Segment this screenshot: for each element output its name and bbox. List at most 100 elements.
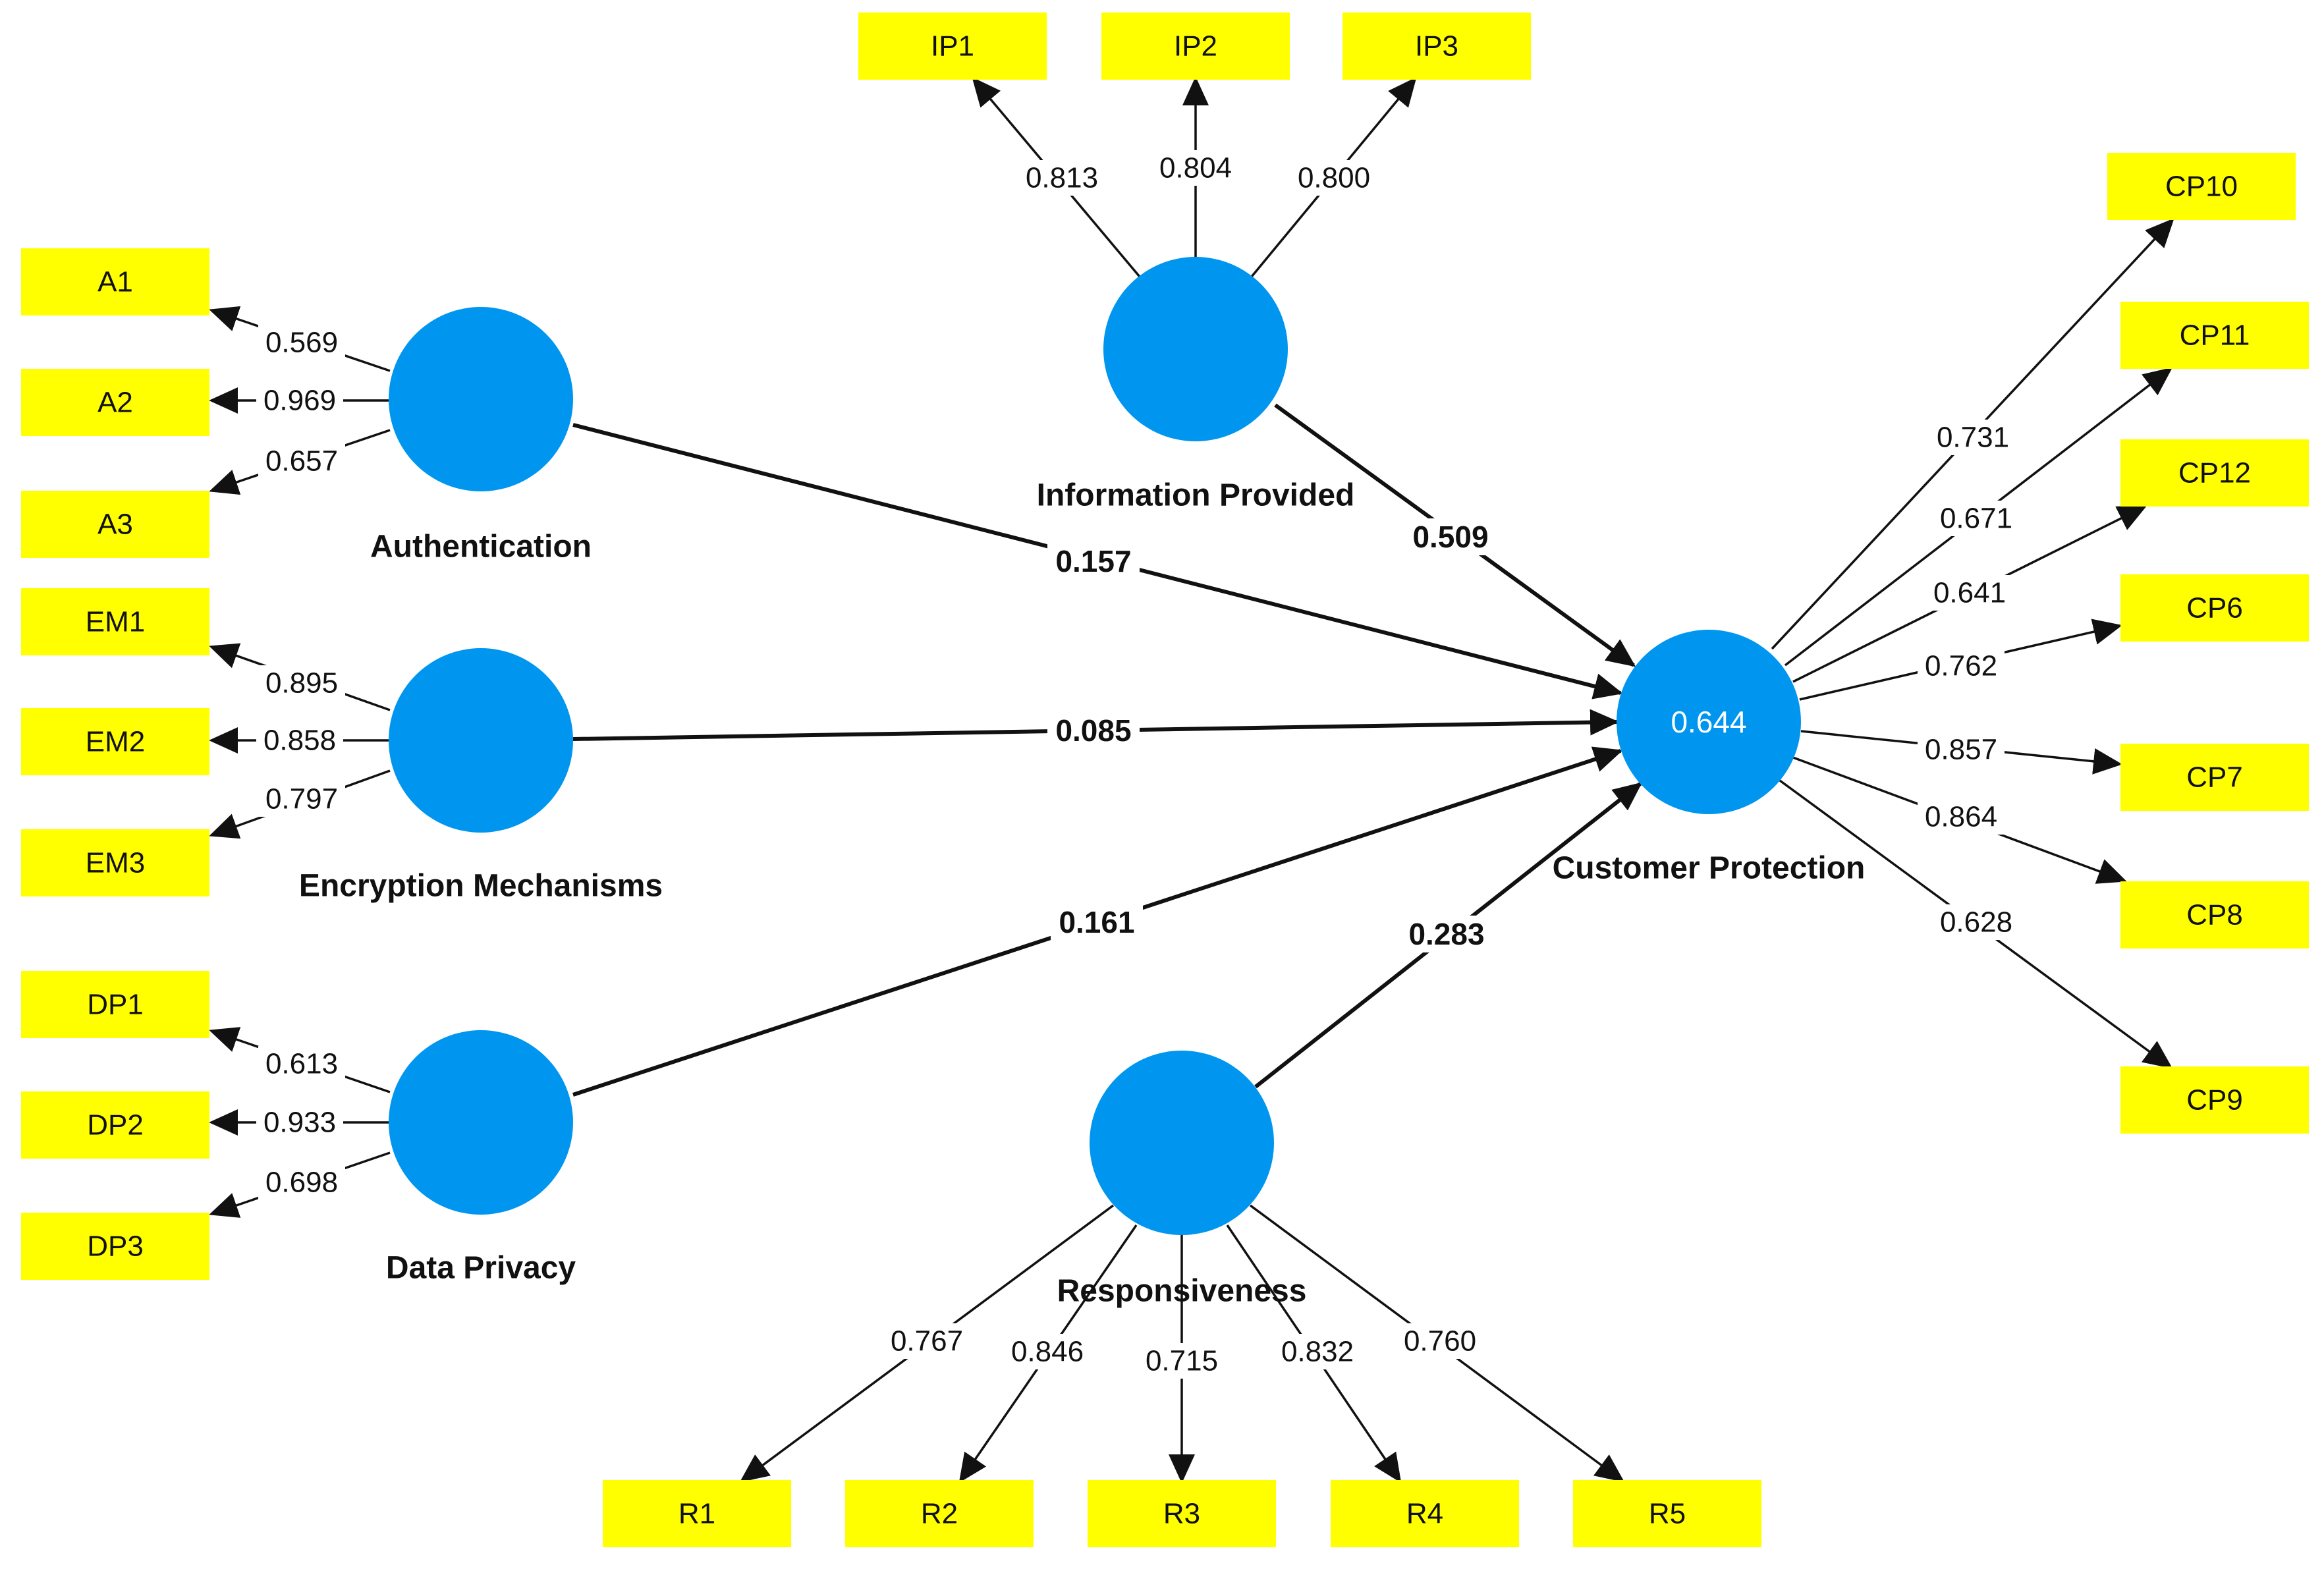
indicator-box[interactable] [2120,1066,2309,1134]
path-coefficient-authentication: 0.157 [1055,544,1131,578]
indicator-box[interactable] [1101,13,1290,80]
indicator-box[interactable] [21,491,209,558]
loading-label-background [1152,150,1239,186]
indicator-box[interactable] [1088,1480,1276,1547]
outer-loading: 0.731 [1937,422,2009,454]
path-label-background [1051,904,1143,941]
loading-label-background [1274,1334,1361,1369]
outer-loading: 0.969 [263,385,336,417]
indicator-label: CP12 [2178,457,2251,489]
construct-responsiveness[interactable] [1090,1051,1274,1235]
construct-label-responsiveness: Responsiveness [1057,1274,1307,1309]
indicator-box[interactable] [603,1480,791,1547]
loading-label-background [1138,1343,1225,1379]
indicator-label: DP2 [87,1109,144,1142]
construct-information-provided[interactable] [1103,257,1288,441]
loading-label-background [258,1046,345,1082]
indicator-label: R3 [1163,1498,1200,1530]
outer-loading: 0.832 [1281,1336,1354,1368]
construct-authentication[interactable] [389,307,573,491]
indicator-box[interactable] [21,829,209,896]
indicator-box[interactable] [21,708,209,775]
indicator-label: EM1 [86,606,145,638]
loading-label-background [883,1323,970,1359]
indicator-box[interactable] [2107,153,2296,220]
outer-loading: 0.715 [1146,1345,1218,1377]
indicator-label: CP8 [2186,899,2243,931]
indicator-label: IP3 [1415,30,1458,63]
outer-loading: 0.933 [263,1107,336,1139]
indicator-label: CP7 [2186,761,2243,794]
loading-label-background [258,665,345,701]
loading-label-background [1918,648,2005,684]
path-label-background [1404,518,1497,555]
outer-loading: 0.797 [265,783,338,815]
path-label-background [1047,543,1140,580]
indicator-label: EM2 [86,726,145,758]
outer-loading: 0.895 [265,667,338,700]
construct-label-encryption-mechanisms: Encryption Mechanisms [299,869,663,904]
r-squared-value: 0.644 [1671,705,1746,739]
construct-encryption-mechanisms[interactable] [389,648,573,833]
outer-loading: 0.760 [1404,1325,1476,1358]
indicator-label: A1 [97,266,133,298]
outer-loading: 0.671 [1940,503,2012,535]
outer-loading: 0.804 [1159,152,1232,184]
loading-label-background [258,1165,345,1200]
construct-data-privacy[interactable] [389,1030,573,1215]
construct-label-authentication: Authentication [370,530,592,564]
indicator-label: CP10 [2165,171,2238,203]
indicator-box[interactable] [21,248,209,316]
outer-loading: 0.767 [891,1325,963,1358]
indicator-label: CP9 [2186,1084,2243,1116]
outer-loading: 0.857 [1925,734,1997,766]
path-coefficient-data-privacy: 0.161 [1059,905,1134,939]
construct-customer-protection[interactable] [1617,630,1801,814]
indicator-box[interactable] [1342,13,1531,80]
loading-label-background [256,1105,343,1140]
loading-label-background [1018,160,1105,196]
outer-loading: 0.762 [1925,650,1997,682]
indicator-box[interactable] [2120,881,2309,949]
indicator-box[interactable] [1573,1480,1761,1547]
indicator-box[interactable] [845,1480,1034,1547]
path-coefficient-information-provided: 0.509 [1412,520,1488,554]
indicator-label: DP3 [87,1230,144,1263]
indicator-label: DP1 [87,989,144,1021]
indicator-box[interactable] [21,1091,209,1159]
indicator-box[interactable] [1331,1480,1519,1547]
loading-label-background [1926,575,2013,611]
outer-loading: 0.858 [263,725,336,757]
indicator-box[interactable] [2120,302,2309,369]
path-label-background [1047,712,1140,749]
indicator-box[interactable] [21,369,209,436]
outer-loading: 0.569 [265,327,338,359]
loading-label-background [1918,732,2005,767]
indicator-label: R4 [1406,1498,1443,1530]
indicator-label: IP1 [931,30,974,63]
indicator-label: A3 [97,509,133,541]
outer-loading: 0.613 [265,1048,338,1080]
construct-label-data-privacy: Data Privacy [386,1251,576,1286]
indicator-label: A2 [97,387,133,419]
loading-label-background [1397,1323,1483,1359]
loading-label-background [258,781,345,817]
loading-label-background [258,443,345,479]
loading-label-background [1933,501,2020,536]
outer-loading: 0.846 [1011,1336,1084,1368]
indicator-label: IP2 [1174,30,1217,63]
indicator-label: CP6 [2186,592,2243,624]
indicator-box[interactable] [2120,574,2309,642]
path-label-background [1400,916,1493,952]
indicator-box[interactable] [21,971,209,1038]
loading-label-background [1004,1334,1091,1369]
indicator-box[interactable] [21,1213,209,1280]
construct-label-customer-protection: Customer Protection [1553,851,1866,886]
indicator-box[interactable] [2120,744,2309,811]
indicator-box[interactable] [2120,439,2309,507]
outer-loading: 0.864 [1925,801,1997,833]
indicator-label: EM3 [86,847,145,879]
indicator-box[interactable] [858,13,1047,80]
indicator-box[interactable] [21,588,209,655]
